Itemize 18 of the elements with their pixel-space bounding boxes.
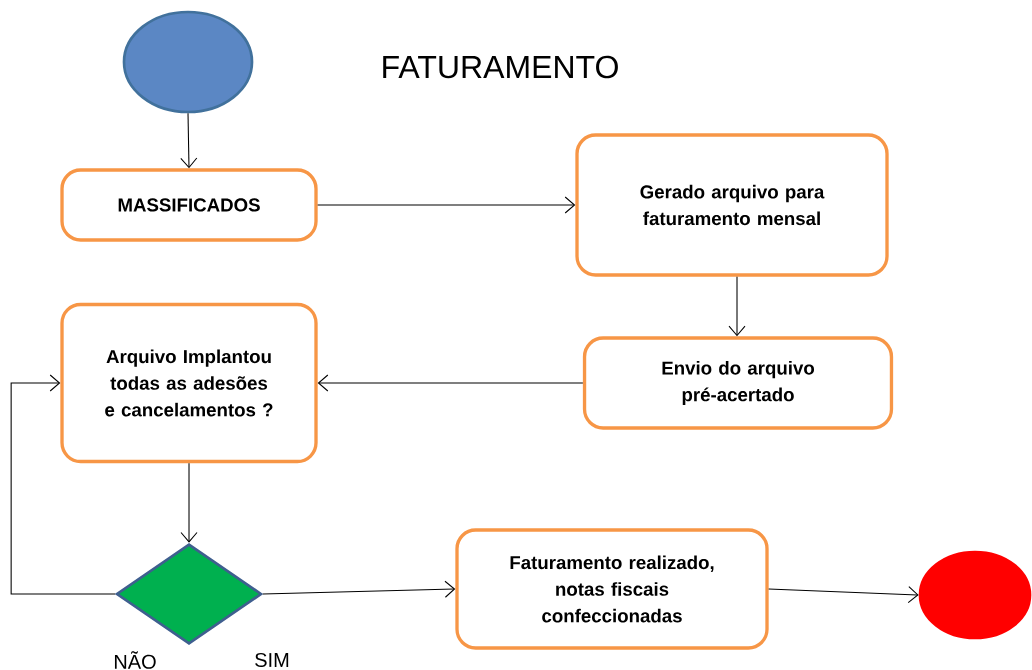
- arrow: [728, 276, 746, 337]
- process-box: Arquivo Implantou todas as adesões e cancelamentos ?: [60, 302, 318, 464]
- arrow: [317, 374, 584, 392]
- process-box: MASSIFICADOS: [60, 168, 318, 242]
- edge-label: SIM: [252, 651, 292, 669]
- process-box: Faturamento realizado, notas fiscais confeccionadas: [455, 528, 769, 650]
- arrow: [10, 374, 116, 595]
- edge-label: NÃO: [112, 649, 158, 670]
- start-end-circle: [918, 550, 1032, 640]
- arrow: [262, 580, 456, 598]
- arrow: [180, 462, 198, 543]
- arrow: [317, 196, 576, 214]
- arrow: [768, 586, 919, 604]
- arrow: [180, 112, 198, 169]
- title: FATURAMENTO: [383, 55, 618, 79]
- process-box: Envio do arquivo pré-acertado: [582, 336, 894, 430]
- start-end-circle: [122, 10, 254, 114]
- process-box: Gerado arquivo para faturamento mensal: [575, 133, 889, 277]
